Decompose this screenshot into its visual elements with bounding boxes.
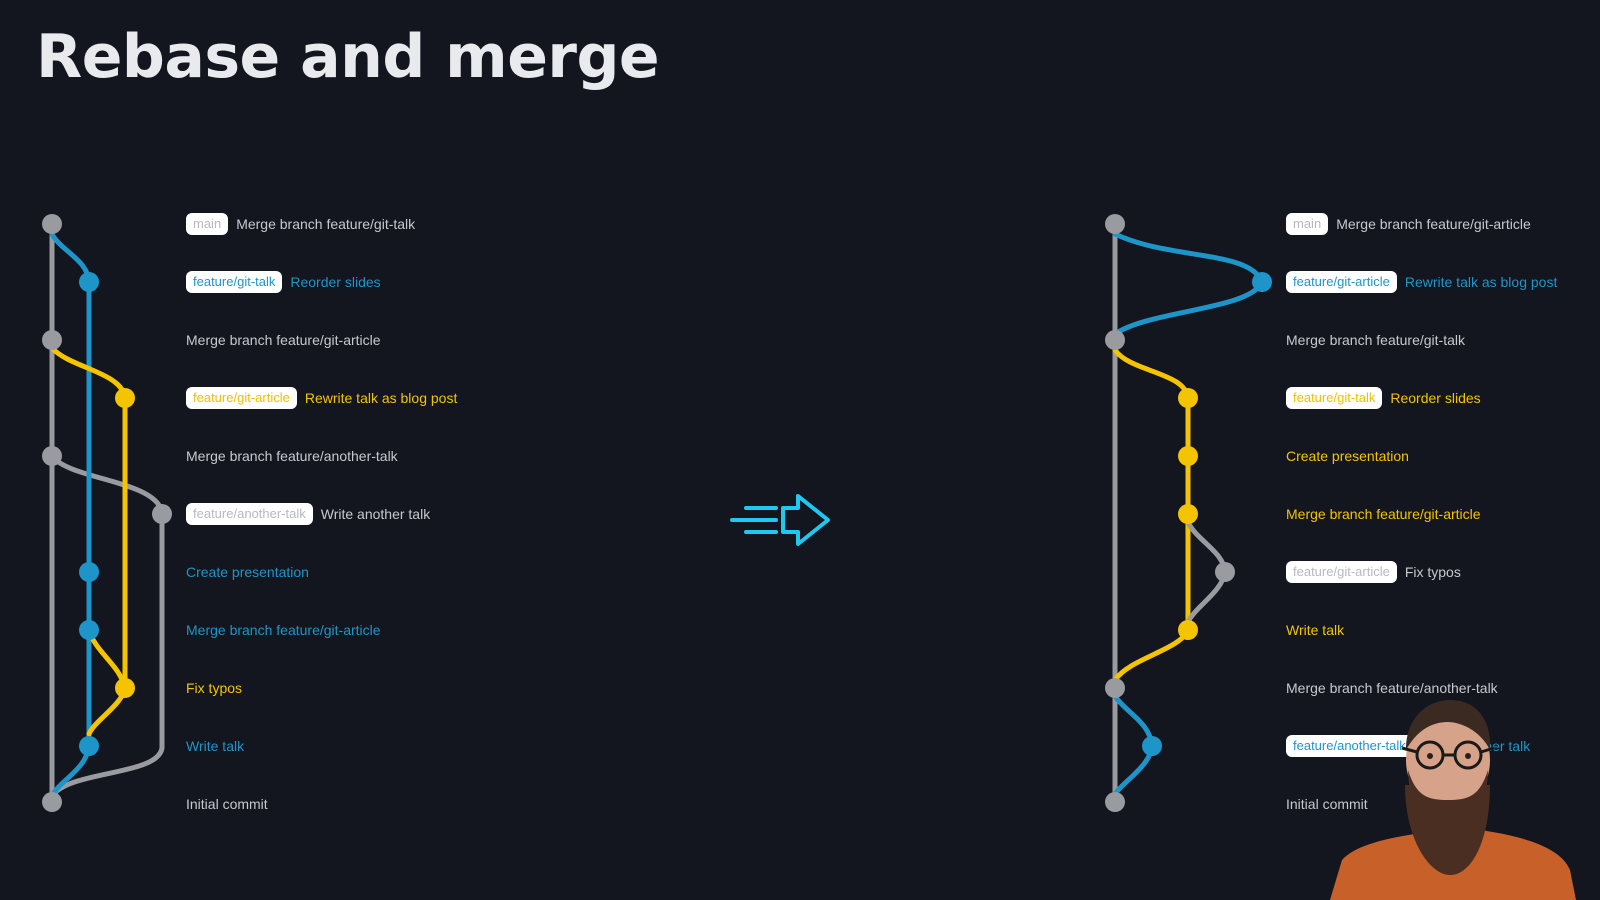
commit-dot [1142,736,1162,756]
commit-dot [42,330,62,350]
commit-dot [1252,272,1272,292]
before-commit-graph [42,214,172,812]
branch-badge: feature/git-article [1286,561,1397,583]
commit-message: Fix typos [1404,564,1461,580]
list-item: feature/git-article Fix typos [1286,558,1461,586]
list-item: Merge branch feature/git-article [186,326,381,354]
commit-message: Merge branch feature/another-talk [1286,680,1498,696]
commit-message: Reorder slides [1390,390,1481,406]
commit-dot [1178,446,1198,466]
branch-badge: feature/git-talk [186,271,283,293]
commit-dot [1105,792,1125,812]
list-item: Initial commit [1286,790,1368,818]
list-item: Initial commit [186,790,268,818]
git-talk-branch-line [1112,347,1191,683]
list-item: main Merge branch feature/git-talk [186,210,415,238]
commit-dot [115,678,135,698]
list-item: Merge branch feature/git-article [186,616,381,644]
git-talk-branch-line [49,231,92,799]
branch-badge: feature/git-talk [1286,387,1383,409]
commit-dot [1178,504,1198,524]
list-item: feature/git-talk Reorder slides [186,268,381,296]
list-item: Create presentation [1286,442,1409,470]
commit-message: Create presentation [1286,448,1409,464]
commit-message: Rewrite talk as blog post [304,390,458,406]
commit-message: Initial commit [186,796,268,812]
commit-message: Merge branch feature/git-article [186,622,381,638]
commit-dot [42,792,62,812]
another-talk-branch-line [49,453,165,799]
commit-message: Reorder slides [290,274,381,290]
commit-message: Rewrite talk as blog post [1404,274,1558,290]
commit-message: Merge branch feature/git-article [1336,216,1531,232]
list-item: Write talk [186,732,244,760]
commit-dot [115,388,135,408]
commit-dot [42,446,62,466]
slide-title: Rebase and merge [36,22,660,92]
commit-dot [1105,330,1125,350]
branch-badge: main [1286,213,1329,235]
list-item: Merge branch feature/git-article [1286,500,1481,528]
list-item: feature/git-article Rewrite talk as blog… [1286,268,1557,296]
branch-badge: feature/git-article [1286,271,1397,293]
commit-message: Merge branch feature/another-talk [186,448,398,464]
list-item: Merge branch feature/another-talk [1286,674,1498,702]
commit-dot [79,272,99,292]
commit-message: Merge branch feature/git-article [1286,506,1481,522]
commit-dot [79,620,99,640]
list-item: Create presentation [186,558,309,586]
another-talk-branch-line [1112,693,1155,797]
git-article-branch-line [1112,231,1265,337]
commit-dot [1178,620,1198,640]
commit-message: Create presentation [186,564,309,580]
commit-dot [1215,562,1235,582]
list-item: feature/git-article Rewrite talk as blog… [186,384,457,412]
fix-typos-branch-line [1185,519,1228,625]
branch-badge: main [186,213,229,235]
commit-message: Initial commit [1286,796,1368,812]
commit-message: Write talk [186,738,245,754]
commit-dot [1178,388,1198,408]
git-article-merge-line [86,627,128,691]
commit-dot [79,736,99,756]
commit-dot [1105,214,1125,234]
branch-badge: feature/git-article [186,387,297,409]
commit-message: Write another talk [320,506,431,522]
commit-dot [152,504,172,524]
transform-arrow-icon [730,494,830,546]
list-item: feature/git-talk Reorder slides [1286,384,1481,412]
list-item: Merge branch feature/another-talk [186,442,398,470]
commit-message: Merge branch feature/git-talk [236,216,416,232]
commit-message: Merge branch feature/git-article [186,332,381,348]
list-item: Write talk [1286,616,1344,644]
commit-dot [79,562,99,582]
list-item: main Merge branch feature/git-article [1286,210,1531,238]
presenter-webcam-image [1330,700,1576,900]
commit-dot [1105,678,1125,698]
commit-message: Fix typos [186,680,243,696]
branch-badge: feature/another-talk [1286,735,1413,757]
commit-message: Merge branch feature/git-talk [1286,332,1465,348]
commit-dot [42,214,62,234]
commit-message: Write talk [1286,622,1345,638]
list-item: Fix typos [186,674,242,702]
list-item: feature/another-talk Write another talk [186,500,430,528]
branch-badge: feature/another-talk [186,503,313,525]
list-item: Merge branch feature/git-talk [1286,326,1465,354]
